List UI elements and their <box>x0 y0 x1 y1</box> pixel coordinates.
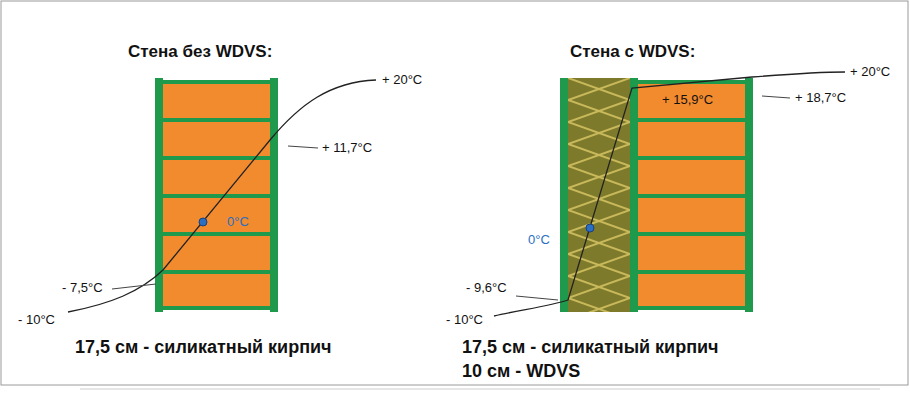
zero-label: 0°C <box>528 232 550 248</box>
material-caption: 10 см - WDVS <box>462 360 580 382</box>
material-caption: 17,5 см - силикатный кирпич <box>75 336 332 358</box>
brick-wall <box>155 78 278 312</box>
frame <box>1 1 908 385</box>
zero-label: 0°C <box>225 214 251 230</box>
insulated-wall <box>560 78 753 312</box>
wall-heading: Стена с WDVS: <box>570 42 695 62</box>
temperature-label: + 11,7°C <box>322 140 372 156</box>
zero-point <box>586 224 594 232</box>
temperature-label: + 15,9°C <box>660 92 715 108</box>
material-caption: 17,5 см - силикатный кирпич <box>462 336 719 358</box>
temperature-label: + 20°C <box>850 64 890 80</box>
separator <box>80 389 880 390</box>
temperature-label: - 10°C <box>18 312 55 328</box>
temperature-label: - 7,5°C <box>62 280 103 296</box>
zero-point <box>199 218 207 226</box>
leader-lines <box>112 96 790 300</box>
temperature-label: - 10°C <box>446 312 483 328</box>
temperature-label: - 9,6°C <box>466 280 507 296</box>
temperature-label: + 20°C <box>382 72 422 88</box>
wall-heading: Стена без WDVS: <box>128 42 272 62</box>
temperature-label: + 18,7°C <box>795 90 846 106</box>
temperature-curve <box>68 80 376 312</box>
temperature-curve <box>494 72 845 316</box>
